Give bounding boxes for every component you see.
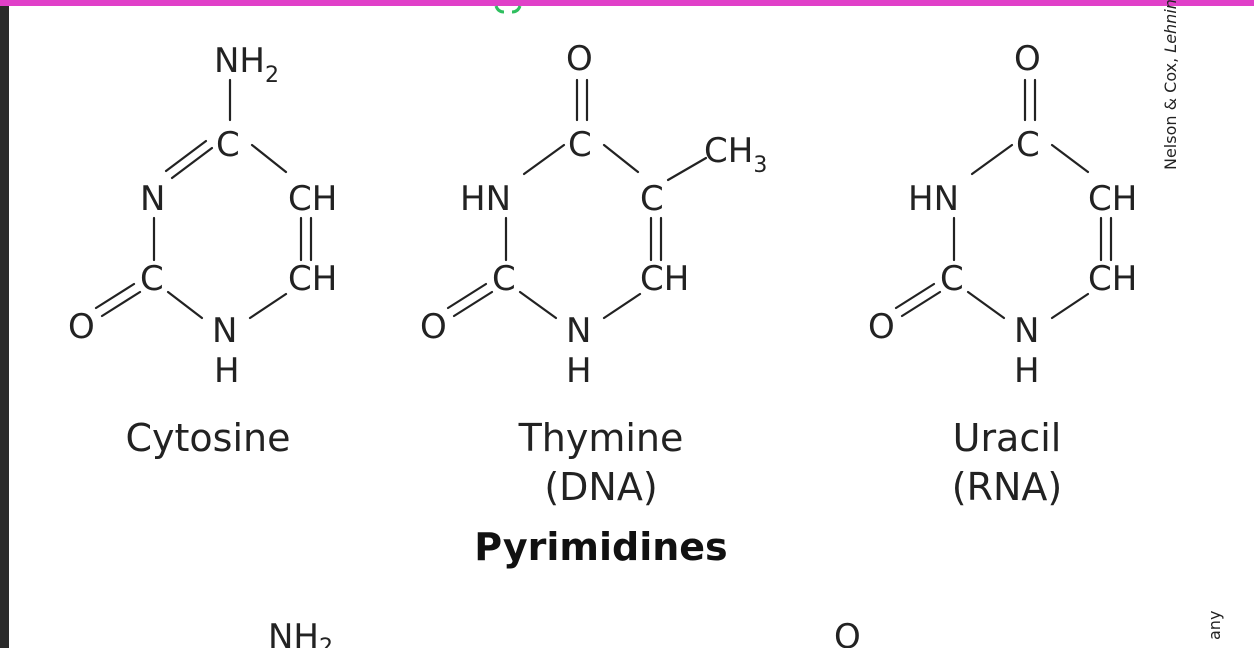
- uracil-c4: C: [1016, 125, 1040, 165]
- thymine-n1-h: H: [566, 351, 592, 391]
- cytosine-n3: N: [140, 179, 165, 219]
- thymine-sublabel: (DNA): [544, 465, 657, 509]
- cytosine-label: Cytosine: [126, 416, 291, 460]
- thymine-c6: CH: [640, 259, 689, 299]
- cytosine-n1: N: [212, 311, 237, 351]
- top-accent-bar: [0, 0, 1254, 6]
- cytosine-c4: C: [216, 125, 240, 165]
- bottom-amino-fragment: NH2: [268, 617, 333, 648]
- thymine-o2: O: [420, 307, 447, 347]
- bottom-oxygen-fragment: O: [834, 617, 861, 648]
- uracil-n3: HN: [908, 179, 959, 219]
- green-fragment: [494, 5, 522, 14]
- thymine-n1: N: [566, 311, 591, 351]
- thymine-n3: HN: [460, 179, 511, 219]
- cytosine-o2: O: [68, 307, 95, 347]
- cytosine-n1-h: H: [214, 351, 240, 391]
- uracil-n1-h: H: [1014, 351, 1040, 391]
- edge-credit-fragment: any: [1205, 611, 1224, 640]
- section-label-pyrimidines: Pyrimidines: [474, 525, 727, 569]
- thymine-structure: O C HN C CH3 C CH O N H Thymine (DNA): [420, 39, 767, 509]
- cytosine-c6: CH: [288, 259, 337, 299]
- thymine-c2: C: [492, 259, 516, 299]
- uracil-o4: O: [1014, 39, 1041, 79]
- credit-text: Nelson & Cox, Lehnin: [1161, 0, 1180, 170]
- left-edge-bar: [0, 0, 9, 648]
- uracil-c6: CH: [1088, 259, 1137, 299]
- cytosine-structure: NH2 C N CH C CH O N H Cytosine: [68, 41, 337, 460]
- thymine-c4: C: [568, 125, 592, 165]
- thymine-label: Thymine: [518, 416, 684, 460]
- uracil-label: Uracil: [953, 416, 1062, 460]
- uracil-o2: O: [868, 307, 895, 347]
- uracil-n1: N: [1014, 311, 1039, 351]
- uracil-sublabel: (RNA): [952, 465, 1062, 509]
- thymine-methyl: CH3: [704, 131, 767, 178]
- cytosine-amino-group: NH2: [214, 41, 279, 88]
- thymine-c5: C: [640, 179, 664, 219]
- cytosine-c5: CH: [288, 179, 337, 219]
- cytosine-c2: C: [140, 259, 164, 299]
- uracil-c2: C: [940, 259, 964, 299]
- uracil-c5: CH: [1088, 179, 1137, 219]
- uracil-structure: O C HN CH C CH O N H Uracil (RNA): [868, 39, 1137, 509]
- thymine-o4: O: [566, 39, 593, 79]
